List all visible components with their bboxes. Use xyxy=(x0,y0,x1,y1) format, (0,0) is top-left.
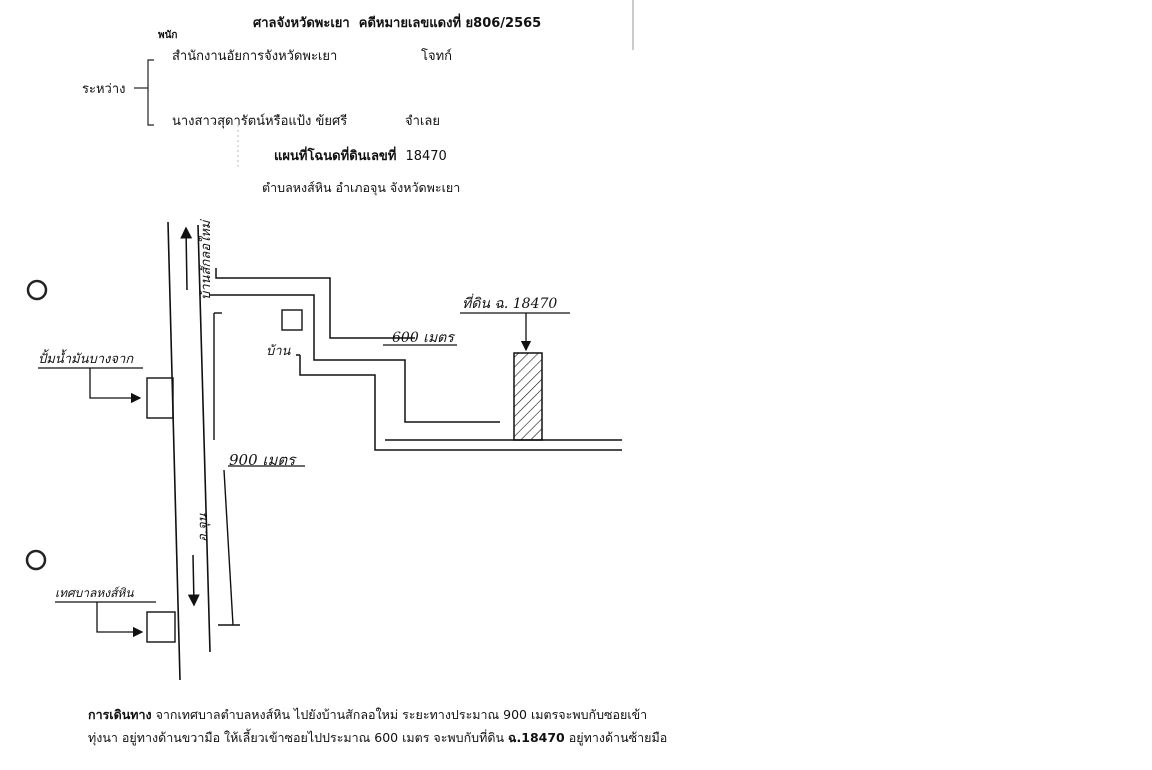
directions-deed: ฉ.18470 xyxy=(508,730,565,745)
plaintiff-role: โจทก์ xyxy=(421,49,453,64)
directions-line-1: การเดินทาง จากเทศบาลตำบลหงส์หิน ไปยังบ้า… xyxy=(88,704,647,726)
gas-station-arrow xyxy=(89,368,142,404)
directions-label: การเดินทาง xyxy=(88,707,152,722)
map-deed-number: 18470 xyxy=(405,149,447,164)
map-heading: แผนที่โฉนดที่ดินเลขที่ 18470 xyxy=(274,145,447,166)
case-label: คดีหมายเลขแดงที่ xyxy=(358,16,462,31)
main-road xyxy=(167,221,211,681)
gas-station-box xyxy=(146,377,174,419)
south-arrow xyxy=(187,554,200,607)
gas-station-label: ปั้มน้ำมันบางจาก xyxy=(38,352,134,367)
parties-bracket xyxy=(134,59,154,126)
directions-text-2a: ทุ่งนา อยู่ทางด้านขวามือ ให้เลี้ยวเข้าซอ… xyxy=(88,730,505,745)
court-title: ศาลจังหวัดพะเยา คดีหมายเลขแดงที่ ย806/25… xyxy=(253,12,541,33)
road-south-label: อ.จุน xyxy=(196,513,211,542)
map-location: ตำบลหงส์หิน อำเภอจุน จังหวัดพะเยา xyxy=(262,180,461,195)
house-box xyxy=(281,309,303,331)
municipality-arrow xyxy=(96,602,144,638)
directions-text-2b: อยู่ทางด้านซ้ายมือ xyxy=(568,730,668,745)
north-arrow xyxy=(180,226,193,291)
house-label: บ้าน xyxy=(266,344,291,359)
defendant-role: จำเลย xyxy=(405,114,440,129)
inserted-correction: พนัก xyxy=(158,30,178,41)
between-label: ระหว่าง xyxy=(82,82,126,97)
distance-600-label: 600 เมตร xyxy=(392,330,454,346)
punch-hole xyxy=(26,279,48,301)
lane-to-land xyxy=(210,268,622,451)
case-number: ย806/2565 xyxy=(465,16,542,31)
directions-line-2: ทุ่งนา อยู่ทางด้านขวามือ ให้เลี้ยวเข้าซอ… xyxy=(88,727,667,749)
defendant-name: นางสาวสุดารัตน์หรือแป้ง ข้ยศรี xyxy=(172,114,348,129)
court-name: ศาลจังหวัดพะเยา xyxy=(253,16,350,31)
land-parcel-label: ที่ดิน ฉ. 18470 xyxy=(462,296,558,312)
directions-text-1: จากเทศบาลตำบลหงส์หิน ไปยังบ้านสักลอใหม่ … xyxy=(155,707,648,722)
punch-hole xyxy=(25,549,47,571)
side-lane-vertical xyxy=(213,312,240,626)
plaintiff-name: สำนักงานอัยการจังหวัดพะเยา xyxy=(172,49,338,64)
map-heading-text: แผนที่โฉนดที่ดินเลขที่ xyxy=(274,149,397,164)
municipality-label: เทศบาลหงส์หิน xyxy=(55,586,134,600)
land-parcel-hatched xyxy=(513,352,543,441)
municipality-box xyxy=(146,611,176,643)
distance-900-label: 900 เมตร xyxy=(229,451,296,469)
road-north-label: บ้านสักลอใหม่ xyxy=(199,220,214,300)
